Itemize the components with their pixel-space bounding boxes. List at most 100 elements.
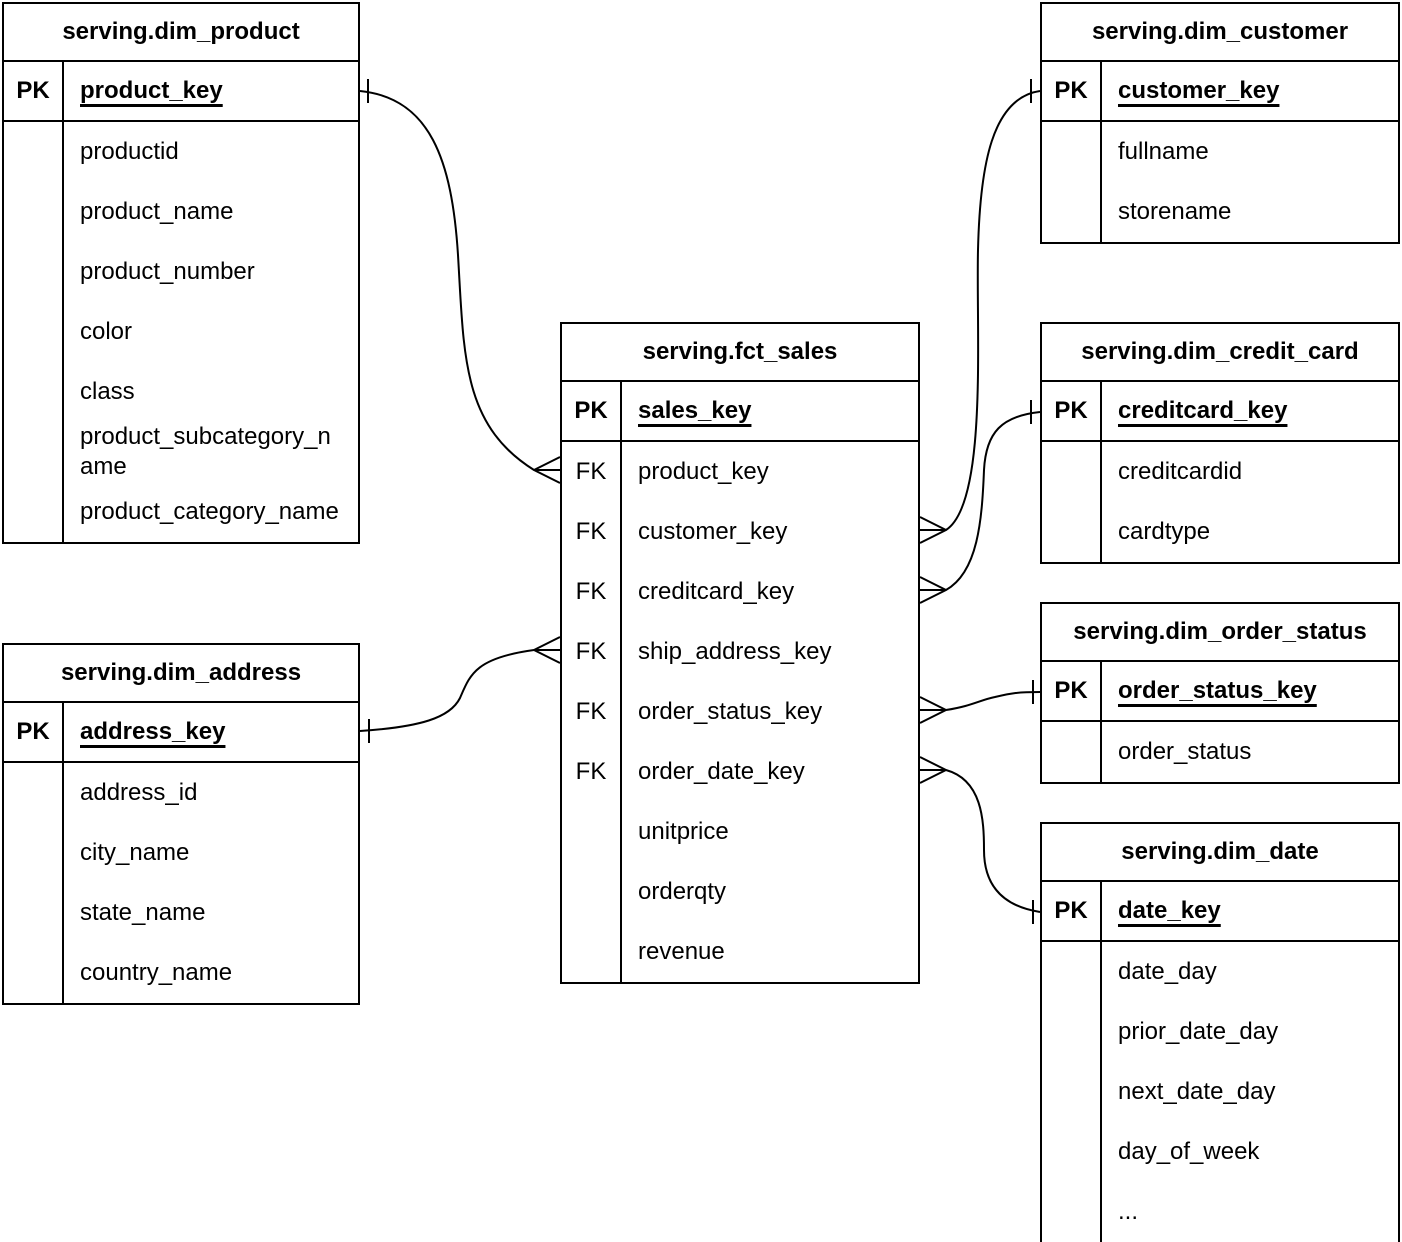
table-row: day_of_week (1042, 1122, 1398, 1182)
field-name: color (80, 318, 133, 345)
table-row: FK order_date_key (562, 742, 918, 802)
pk-row: PK address_key (4, 703, 358, 763)
pk-badge: PK (1042, 62, 1102, 120)
key-cell-empty (1042, 942, 1102, 1002)
field-name: productid (80, 138, 179, 165)
field-name: prior_date_day (1118, 1018, 1279, 1045)
field-name: class (80, 378, 135, 405)
fk-badge: FK (562, 622, 622, 682)
table-row: ... (1042, 1182, 1398, 1242)
field-name: date_key (1118, 897, 1221, 924)
field-name: unitprice (638, 818, 729, 845)
field-name: sales_key (638, 397, 752, 424)
key-cell-empty (4, 302, 64, 362)
key-cell-empty (1042, 1122, 1102, 1182)
field-name: day_of_week (1118, 1138, 1260, 1165)
field-name: product_category_name (80, 498, 339, 525)
field-name: product_number (80, 258, 255, 285)
pk-badge: PK (4, 62, 64, 120)
connector-customer (919, 79, 1041, 544)
table-row: unitprice (562, 802, 918, 862)
table-row: FK ship_address_key (562, 622, 918, 682)
connector-product (359, 79, 561, 484)
table-row: city_name (4, 823, 358, 883)
table-row: color (4, 302, 358, 362)
table-row: country_name (4, 943, 358, 1003)
field-name: address_key (80, 718, 226, 745)
key-cell-empty (4, 943, 64, 1003)
entity-rows: PK order_status_key order_status (1042, 662, 1398, 782)
key-cell-empty (1042, 722, 1102, 782)
field-name: product_subcategory_name (80, 423, 331, 480)
field-name: order_status_key (638, 698, 823, 725)
connector-creditcard (919, 400, 1041, 604)
table-row: cardtype (1042, 502, 1398, 562)
key-cell-empty (562, 922, 622, 982)
field-name: state_name (80, 899, 206, 926)
key-cell-empty (1042, 502, 1102, 562)
table-row: product_number (4, 242, 358, 302)
field-name: creditcard_key (1118, 397, 1288, 424)
pk-row: PK order_status_key (1042, 662, 1398, 722)
table-row: fullname (1042, 122, 1398, 182)
connector-order-date (919, 756, 1041, 924)
connector-order-status (919, 680, 1041, 724)
table-row: storename (1042, 182, 1398, 242)
field-name: city_name (80, 839, 190, 866)
entity-title: serving.dim_date (1042, 824, 1398, 882)
field-name: fullname (1118, 138, 1209, 165)
field-name: ship_address_key (638, 638, 832, 665)
field-name: product_key (80, 77, 223, 104)
field-name: order_date_key (638, 758, 805, 785)
pk-badge: PK (4, 703, 64, 761)
pk-badge: PK (1042, 662, 1102, 720)
entity-title: serving.dim_order_status (1042, 604, 1398, 662)
fk-badge: FK (562, 742, 622, 802)
connector-ship-address (359, 636, 561, 743)
key-cell-empty (1042, 442, 1102, 502)
field-name: product_key (638, 458, 769, 485)
entity-title: serving.dim_product (4, 4, 358, 62)
table-row: orderqty (562, 862, 918, 922)
table-row: next_date_day (1042, 1062, 1398, 1122)
entity-title: serving.dim_address (4, 645, 358, 703)
field-name: creditcard_key (638, 578, 795, 605)
pk-row: PK sales_key (562, 382, 918, 442)
table-row: order_status (1042, 722, 1398, 782)
table-row: creditcardid (1042, 442, 1398, 502)
field-name: cardtype (1118, 518, 1211, 545)
field-name: ... (1118, 1198, 1139, 1225)
table-row: date_day (1042, 942, 1398, 1002)
key-cell-empty (4, 242, 64, 302)
field-name: orderqty (638, 878, 727, 905)
entity-title: serving.fct_sales (562, 324, 918, 382)
field-name: next_date_day (1118, 1078, 1276, 1105)
field-name: address_id (80, 779, 198, 806)
key-cell-empty (4, 122, 64, 182)
key-cell-empty (562, 802, 622, 862)
entity-rows: PK date_key date_day prior_date_day next_dat… (1042, 882, 1398, 1242)
pk-badge: PK (1042, 882, 1102, 940)
table-row: productid (4, 122, 358, 182)
key-cell-empty (562, 862, 622, 922)
pk-badge: PK (562, 382, 622, 440)
field-name: country_name (80, 959, 233, 986)
fk-badge: FK (562, 502, 622, 562)
entity-dim-order-status: serving.dim_order_status PK order_status_… (1040, 602, 1400, 784)
pk-row: PK date_key (1042, 882, 1398, 942)
table-row: product_subcategory_name (4, 422, 358, 482)
field-name: order_status_key (1118, 677, 1317, 704)
